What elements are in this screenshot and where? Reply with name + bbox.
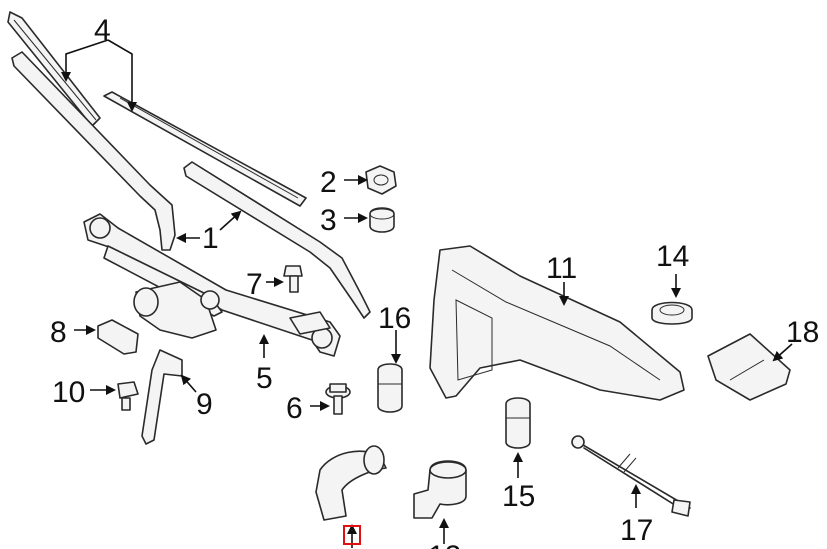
callout-5: 5 — [256, 362, 273, 395]
wiper-blade-left — [7, 11, 101, 127]
callout-1: 1 — [202, 222, 219, 255]
callout-15: 15 — [502, 480, 535, 513]
callout-4: 4 — [94, 14, 111, 47]
clip — [97, 319, 139, 355]
hose-elbow — [413, 460, 467, 519]
leader-lines — [61, 39, 793, 548]
bracket — [141, 349, 183, 445]
callout-labels: 4 1 2 3 7 5 6 8 9 10 11 14 18 16 15 17 1… — [50, 14, 819, 549]
selection-highlight[interactable] — [343, 525, 361, 545]
callout-10: 10 — [52, 376, 85, 409]
seal-ring — [651, 301, 693, 325]
filler-neck — [315, 445, 387, 521]
callout-18: 18 — [786, 316, 819, 349]
callout-6: 6 — [286, 392, 303, 425]
bolt-small — [283, 265, 303, 293]
washer-pump-15 — [505, 397, 531, 449]
callout-9: 9 — [196, 388, 213, 421]
callout-17: 17 — [620, 514, 653, 547]
callout-16: 16 — [378, 302, 411, 335]
washer-hose — [571, 435, 691, 517]
callout-14: 14 — [656, 240, 689, 273]
callout-11: 11 — [546, 252, 577, 285]
nut — [365, 165, 397, 195]
wiper-arm-left — [11, 51, 176, 251]
callout-3: 3 — [320, 204, 337, 237]
callout-12: 12 — [428, 540, 461, 549]
bolt-10 — [117, 381, 139, 411]
wiper-motor — [133, 281, 220, 339]
wiper-arm-right — [183, 161, 371, 319]
washer-pump-16 — [377, 363, 403, 413]
callout-7: 7 — [246, 268, 263, 301]
wiper-blade-right — [103, 91, 307, 207]
bolt-flanged — [325, 383, 351, 415]
level-sensor — [707, 333, 791, 401]
cap — [369, 207, 395, 233]
washer-reservoir — [429, 245, 685, 401]
callout-8: 8 — [50, 316, 67, 349]
callout-2: 2 — [320, 166, 337, 199]
